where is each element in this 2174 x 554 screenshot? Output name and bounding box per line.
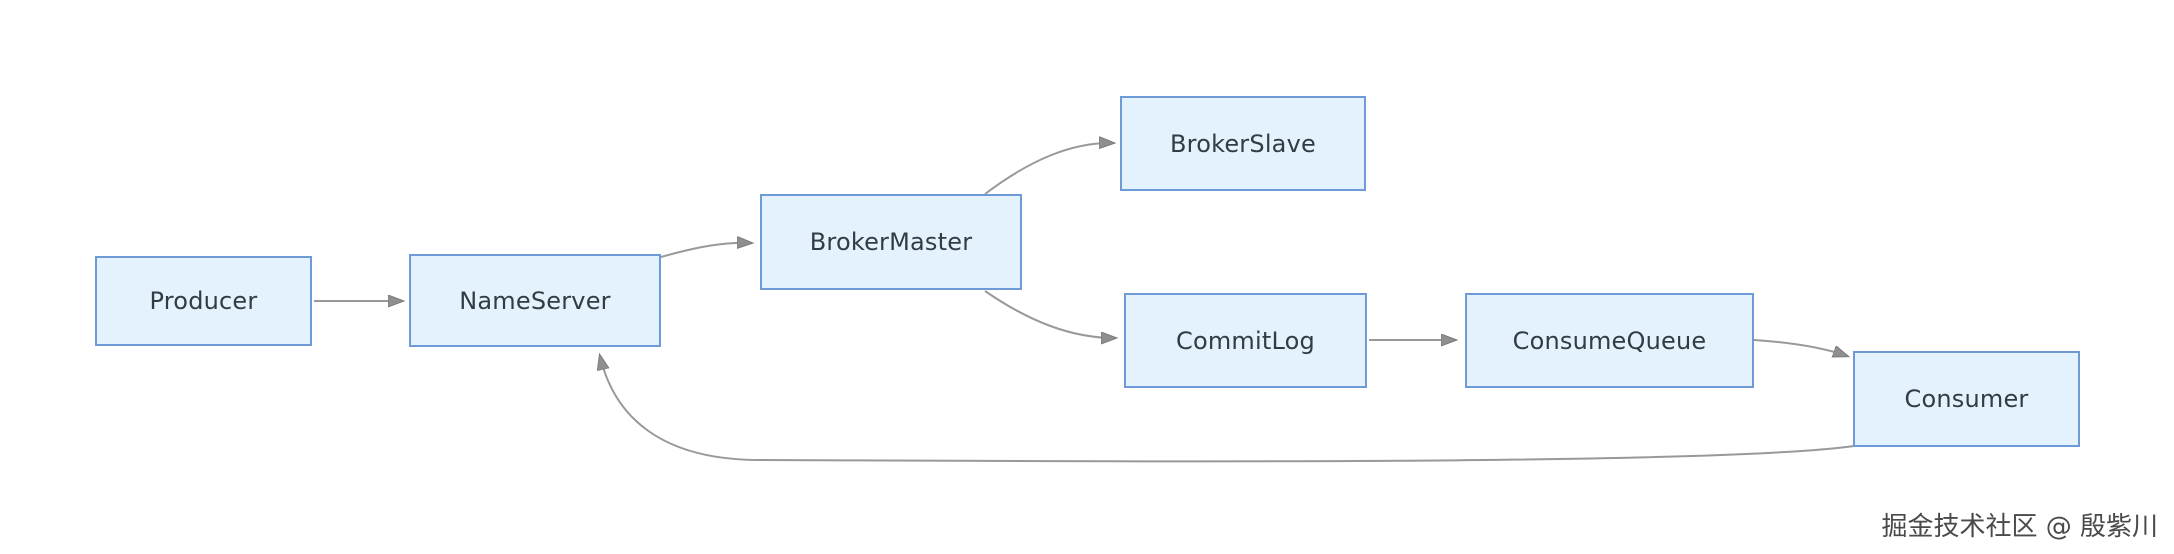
node-label-brokerslave: BrokerSlave <box>1170 129 1316 158</box>
edge-consumer-to-nameserver <box>600 356 1855 463</box>
node-label-nameserver: NameServer <box>459 286 611 315</box>
diagram-node-brokermaster: BrokerMaster <box>760 194 1022 290</box>
edge-brokermaster-to-commitlog <box>984 290 1115 338</box>
diagram-node-consumequeue: ConsumeQueue <box>1465 293 1754 388</box>
diagram-node-nameserver: NameServer <box>409 254 661 347</box>
node-label-brokermaster: BrokerMaster <box>809 228 973 256</box>
diagram-node-producer: Producer <box>95 256 312 346</box>
edge-brokermaster-to-brokerslave <box>984 143 1113 195</box>
node-label-consumequeue: ConsumeQueue <box>1512 326 1707 355</box>
node-label-producer: Producer <box>149 287 258 315</box>
diagram-node-commitlog: CommitLog <box>1124 293 1367 388</box>
node-label-consumer: Consumer <box>1904 385 2029 413</box>
node-label-commitlog: CommitLog <box>1176 326 1315 355</box>
diagram-node-brokerslave: BrokerSlave <box>1120 96 1366 191</box>
diagram-node-consumer: Consumer <box>1853 351 2080 447</box>
edge-consumequeue-to-consumer <box>1753 339 1847 356</box>
watermark: 掘金技术社区 @ 殷紫川 <box>1881 512 2158 542</box>
edge-nameserver-to-brokermaster <box>660 243 751 258</box>
